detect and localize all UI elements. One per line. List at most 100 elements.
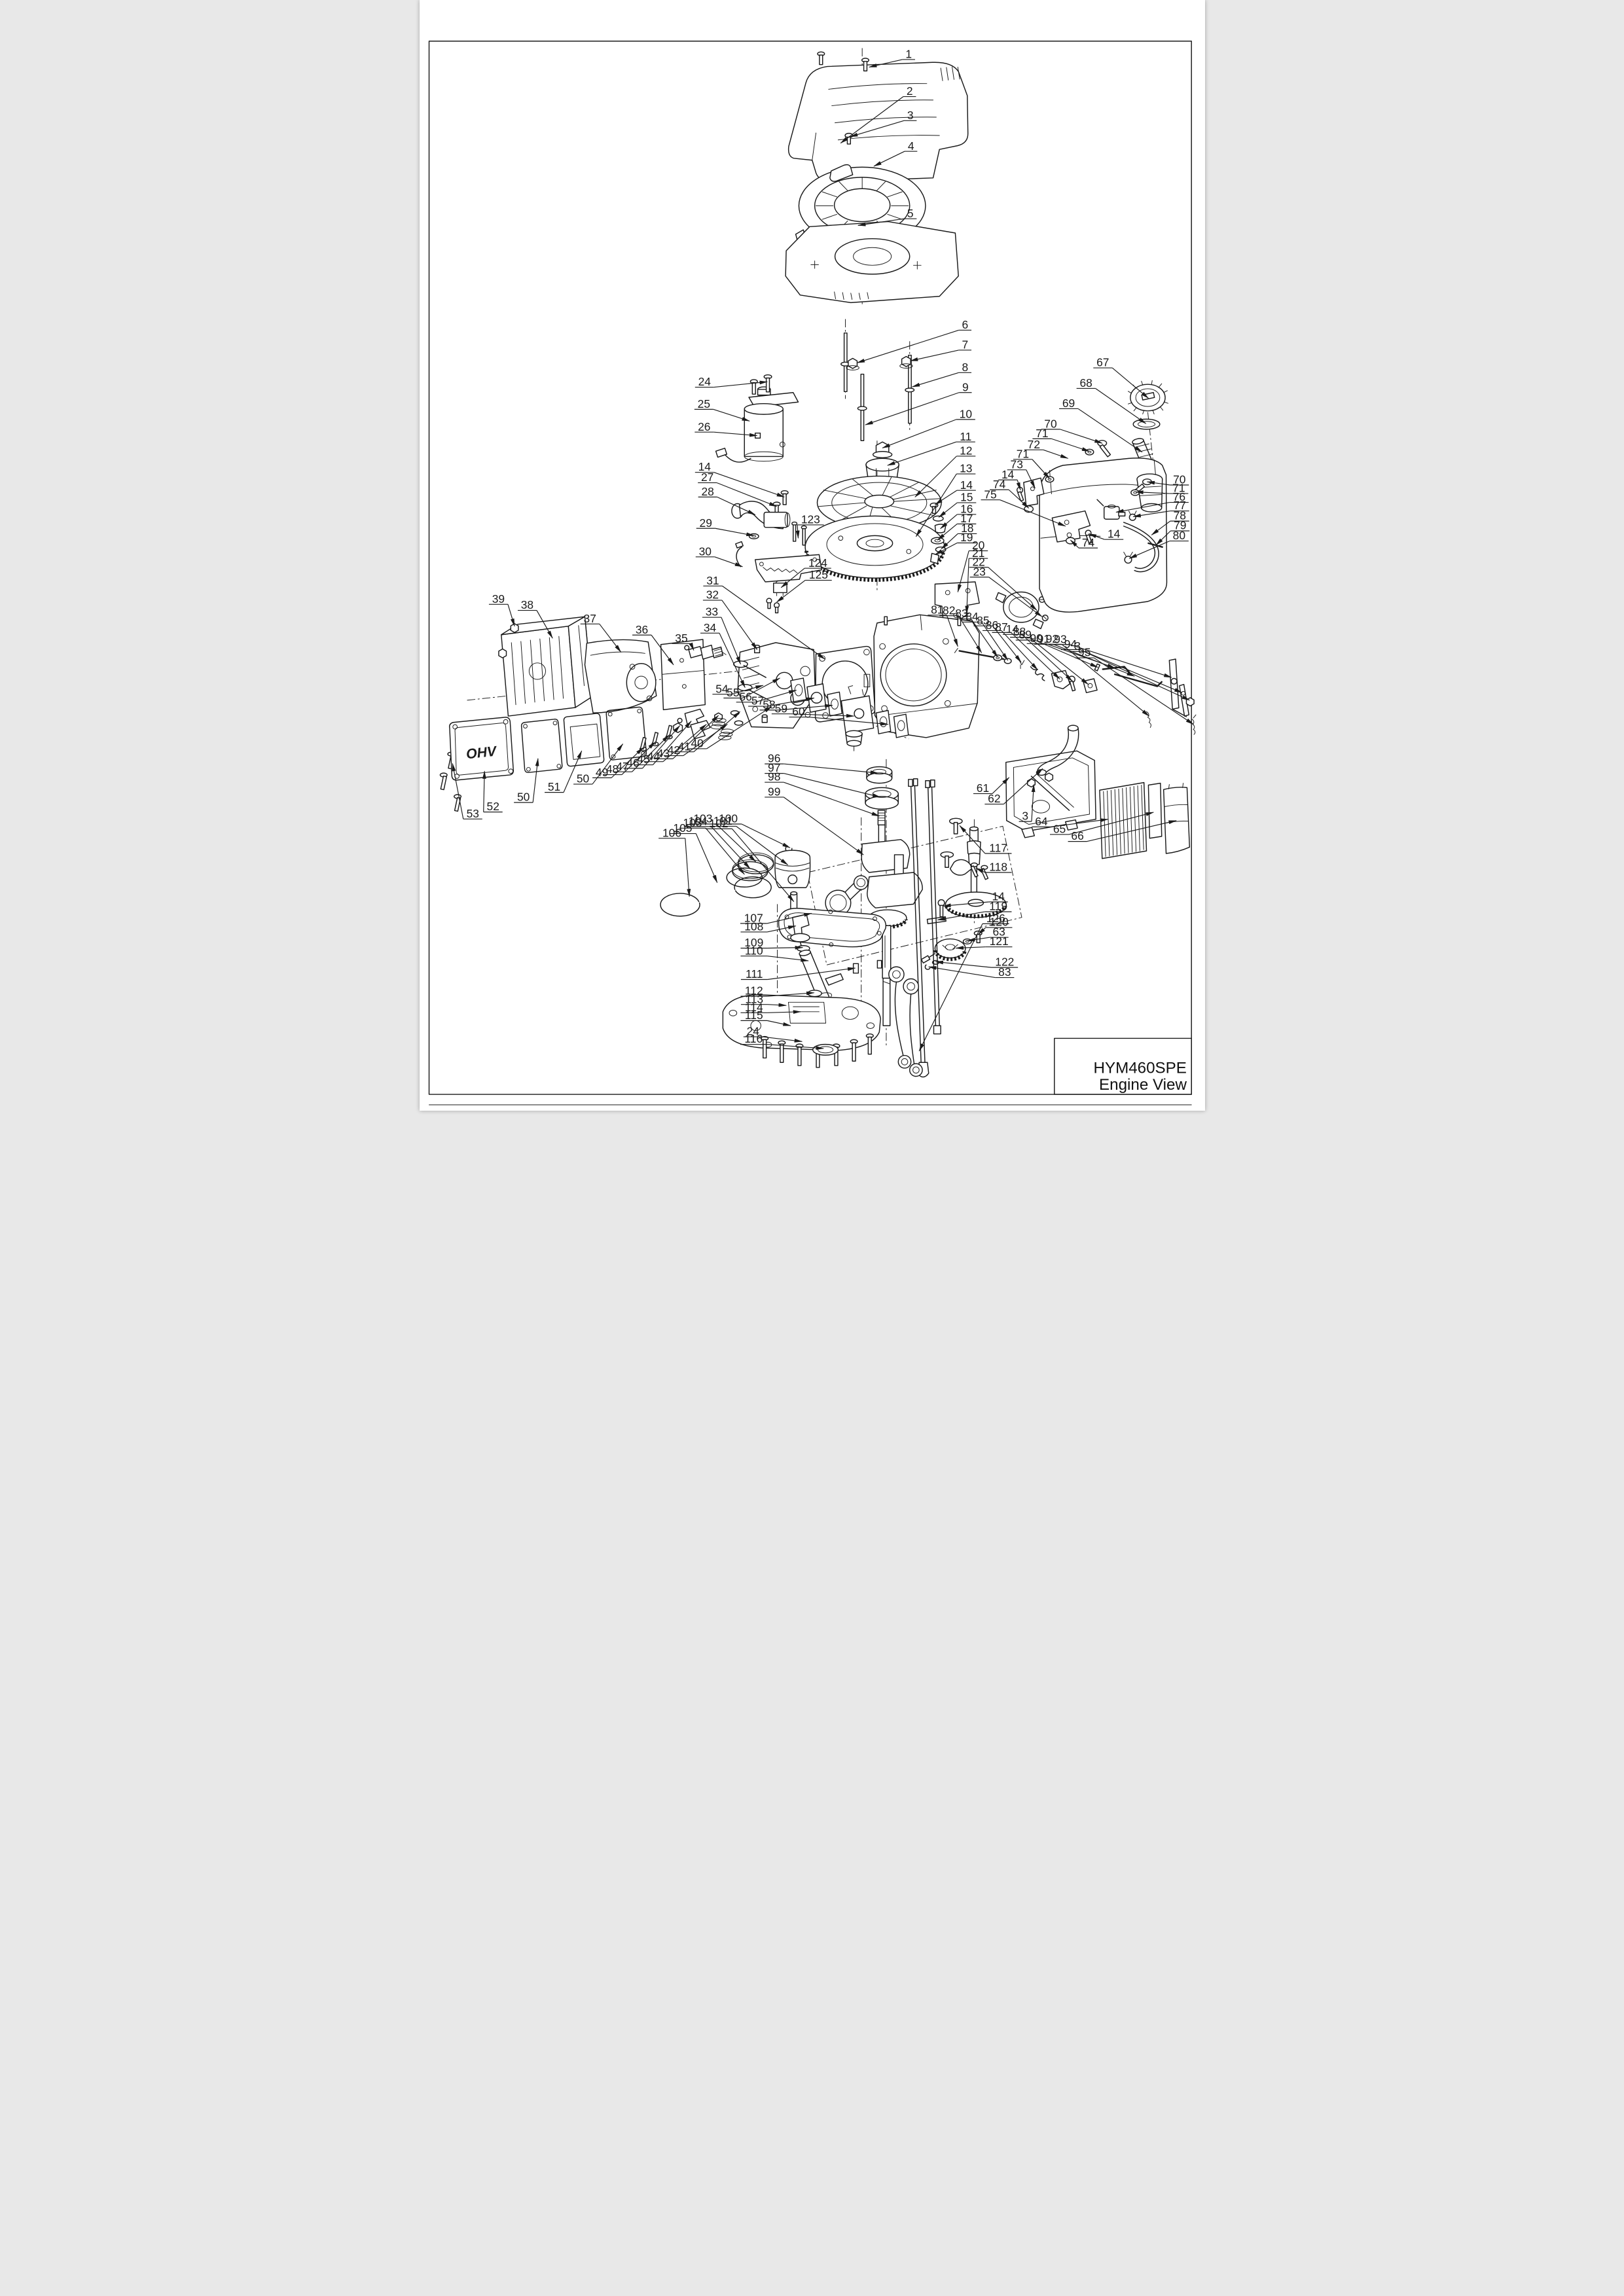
air-cleaner-cover [1163,783,1190,854]
svg-text:78: 78 [1173,509,1185,522]
title-block: HYM460SPE Engine View [1053,1037,1192,1095]
svg-text:14: 14 [992,890,1005,903]
callout-94: 94 [1060,637,1183,693]
crankshaft [860,810,923,1026]
starter-grip [829,164,853,182]
svg-text:36: 36 [635,623,647,636]
callout-28: 28 [698,485,756,515]
fuel-cap [1127,380,1168,415]
svg-text:112: 112 [744,984,763,997]
callout-39: 39 [488,592,515,627]
callout-78: 78 [1150,509,1189,535]
svg-text:24: 24 [698,375,711,388]
svg-text:23: 23 [973,565,985,578]
callout-85: 85 [973,614,1022,663]
svg-text:107: 107 [744,911,763,924]
callout-123: 123 [795,513,824,539]
connecting-rod [824,875,869,916]
svg-text:120: 120 [989,916,1008,929]
ground-wire-harness [888,966,923,1077]
callout-6: 6 [856,318,971,363]
callout-103: 103 [679,816,745,875]
callout-79: 79 [1155,519,1189,546]
svg-text:99: 99 [768,785,780,798]
svg-text:92: 92 [1045,632,1058,645]
svg-text:98: 98 [768,770,780,783]
cylinder-studs [840,332,914,442]
callout-29: 29 [696,516,755,537]
ignition-coil [995,591,1049,630]
callout-58: 58 [759,698,833,711]
svg-text:77: 77 [1173,499,1185,512]
valve-cover-gasket-b [605,706,647,761]
svg-text:124: 124 [808,556,827,569]
callout-101: 101 [709,814,788,865]
callout-118: 118 [975,861,1011,874]
svg-text:109: 109 [744,936,763,949]
callout-65: 65 [1049,812,1154,836]
callout-34: 34 [700,621,746,689]
callout-33: 33 [702,605,741,665]
callout-74: 74 [1070,536,1098,549]
callout-1: 1 [868,48,915,68]
callout-42: 42 [664,724,728,757]
svg-text:24: 24 [746,1025,759,1038]
svg-text:79: 79 [1174,519,1186,532]
callout-37: 37 [580,612,621,653]
svg-text:60: 60 [792,705,804,718]
callout-74: 74 [989,478,1029,509]
title-model: HYM460SPE [1093,1060,1186,1077]
svg-text:28: 28 [701,485,713,498]
svg-text:88: 88 [1013,625,1025,638]
svg-text:34: 34 [703,621,716,634]
svg-text:94: 94 [1064,637,1077,651]
callout-66: 66 [1068,820,1177,842]
svg-text:89: 89 [1019,628,1031,641]
callout-19: 19 [934,531,976,555]
callout-22: 22 [969,555,1038,611]
pin-111b [876,960,882,969]
callout-17: 17 [937,512,976,541]
bolt-14e [1084,529,1092,544]
svg-text:74: 74 [992,478,1005,491]
control-cables [907,778,941,1078]
svg-text:122: 122 [995,956,1014,969]
valve-cover-gasket-a [520,719,563,774]
callout-50: 50 [573,743,623,785]
callout-48: 48 [602,742,656,776]
svg-text:57: 57 [751,694,763,708]
callout-36: 36 [632,623,674,666]
callout-95: 95 [1074,646,1194,725]
svg-text:76: 76 [1172,490,1185,503]
callout-72: 72 [1024,438,1068,459]
callout-14: 14 [942,890,1008,908]
svg-text:67: 67 [1096,356,1109,369]
svg-text:66: 66 [1071,829,1083,842]
svg-text:90: 90 [1030,632,1042,645]
callout-14: 14 [695,460,785,497]
svg-text:51: 51 [547,780,560,793]
callout-86: 86 [982,619,1038,671]
breather-plate-51 [563,713,604,767]
engine-exploded-view: OHV [419,0,1205,1111]
svg-text:35: 35 [675,632,687,645]
callout-89: 89 [1015,628,1098,668]
svg-text:114: 114 [744,1001,763,1014]
callout-97: 97 [764,761,881,798]
svg-text:64: 64 [1035,815,1048,828]
callout-122: 122 [934,956,1018,969]
svg-text:17: 17 [960,512,973,525]
callout-98: 98 [764,770,880,817]
svg-text:103: 103 [683,816,702,829]
callout-105: 105 [669,821,717,884]
callout-76: 76 [1115,490,1189,513]
piston-rings [659,852,774,917]
callout-71: 71 [1013,447,1050,480]
valve-cover: OHV [448,717,514,781]
callout-10: 10 [881,407,975,448]
callout-13: 13 [915,462,975,537]
callout-60: 60 [788,705,889,726]
callout-3: 3 [849,109,916,137]
svg-text:100: 100 [719,812,738,825]
flange-nut-6 [846,357,859,370]
